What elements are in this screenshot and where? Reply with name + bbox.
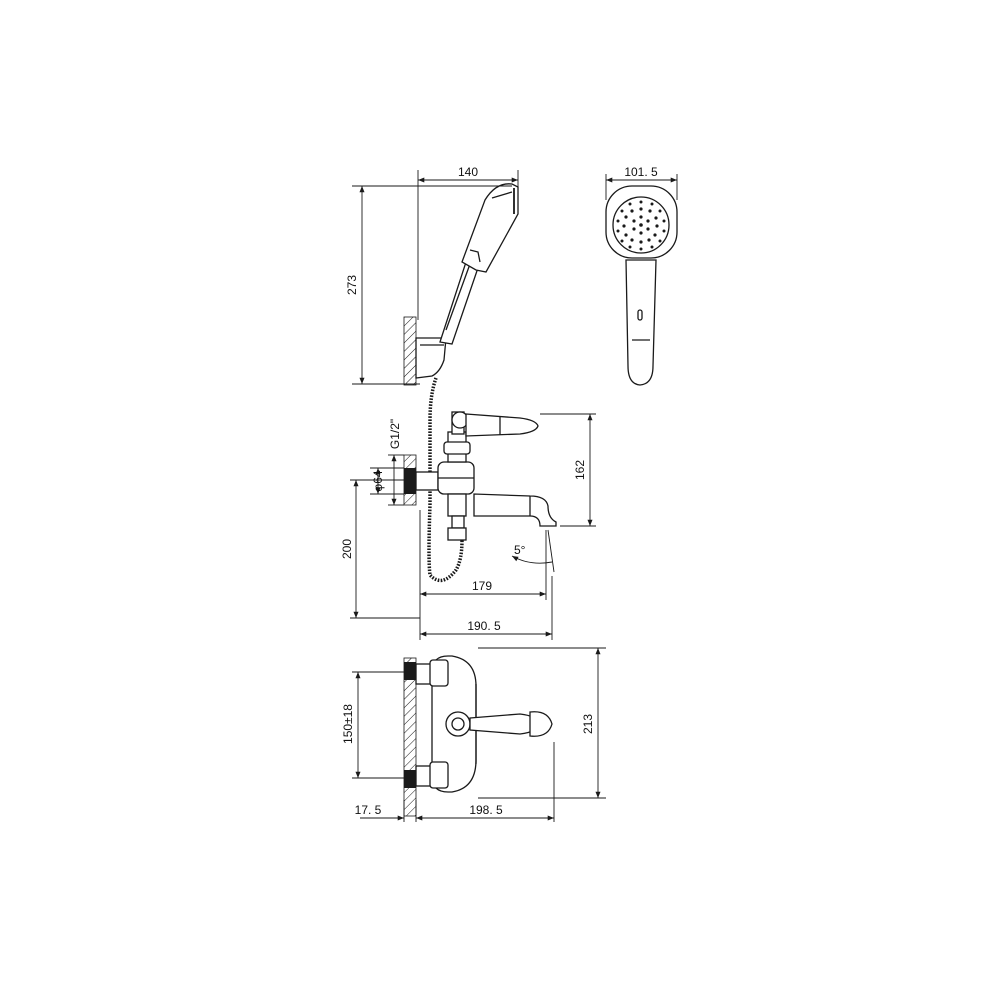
angle-label: 5° (514, 543, 526, 557)
inlet-block-top (404, 662, 416, 680)
dim-200-label: 200 (340, 539, 354, 559)
shower-bracket (415, 337, 447, 379)
dim-total-height: 273 (345, 185, 512, 385)
dim-inlet-spacing: 150±18 (341, 671, 404, 779)
mixer-top-view (403, 655, 553, 817)
dim-140-label: 140 (458, 165, 478, 179)
dim-273-label: 273 (345, 275, 359, 295)
hand-shower-side-view (403, 183, 519, 583)
spout-top (529, 711, 553, 737)
wall-inlet-block (404, 468, 416, 494)
flange-label: φ64 (371, 470, 385, 491)
dim-body-depth: 190. 5 (420, 576, 553, 640)
dim-101-5-label: 101. 5 (624, 165, 658, 179)
inlet-block-bottom (404, 770, 416, 788)
diverter-knob (447, 493, 467, 517)
dim-spout-reach: 179 (419, 510, 546, 640)
dim-bottom-depths: 17. 5 198. 5 (355, 742, 555, 822)
shower-head (461, 183, 519, 273)
dim-thread-and-flange: G1/2" φ64 (370, 419, 404, 506)
thread-label: G1/2" (388, 419, 402, 449)
wall-hatch-lower (403, 657, 417, 817)
valve-cap-top (445, 711, 471, 737)
dim-head-diameter: 101. 5 (605, 165, 678, 200)
shower-handle-front (625, 259, 657, 386)
mixer-side-view (403, 411, 557, 541)
dim-179-label: 179 (472, 579, 492, 593)
dim-190-5-label: 190. 5 (467, 619, 501, 633)
lever-handle (465, 413, 539, 437)
dim-spout-angle: 5° (511, 529, 555, 600)
dim-shower-width: 140 (417, 165, 519, 320)
shower-head-front-view (605, 185, 678, 386)
dim-198-5-label: 198. 5 (469, 803, 503, 817)
dim-150-label: 150±18 (341, 704, 355, 744)
shower-handle (439, 261, 481, 345)
shower-hose (427, 377, 464, 583)
dim-spout-height: 200 (340, 479, 420, 619)
dim-lever-height: 162 (540, 413, 596, 527)
spout (473, 493, 557, 527)
dim-162-label: 162 (573, 460, 587, 480)
dim-213-label: 213 (581, 714, 595, 734)
wall-hatch-upper (403, 316, 417, 386)
nozzle-pattern (616, 200, 666, 251)
dim-17-5-label: 17. 5 (355, 803, 382, 817)
dim-body-height: 213 (478, 647, 606, 799)
eccentric-connector (415, 471, 439, 491)
lever-top (469, 713, 539, 735)
